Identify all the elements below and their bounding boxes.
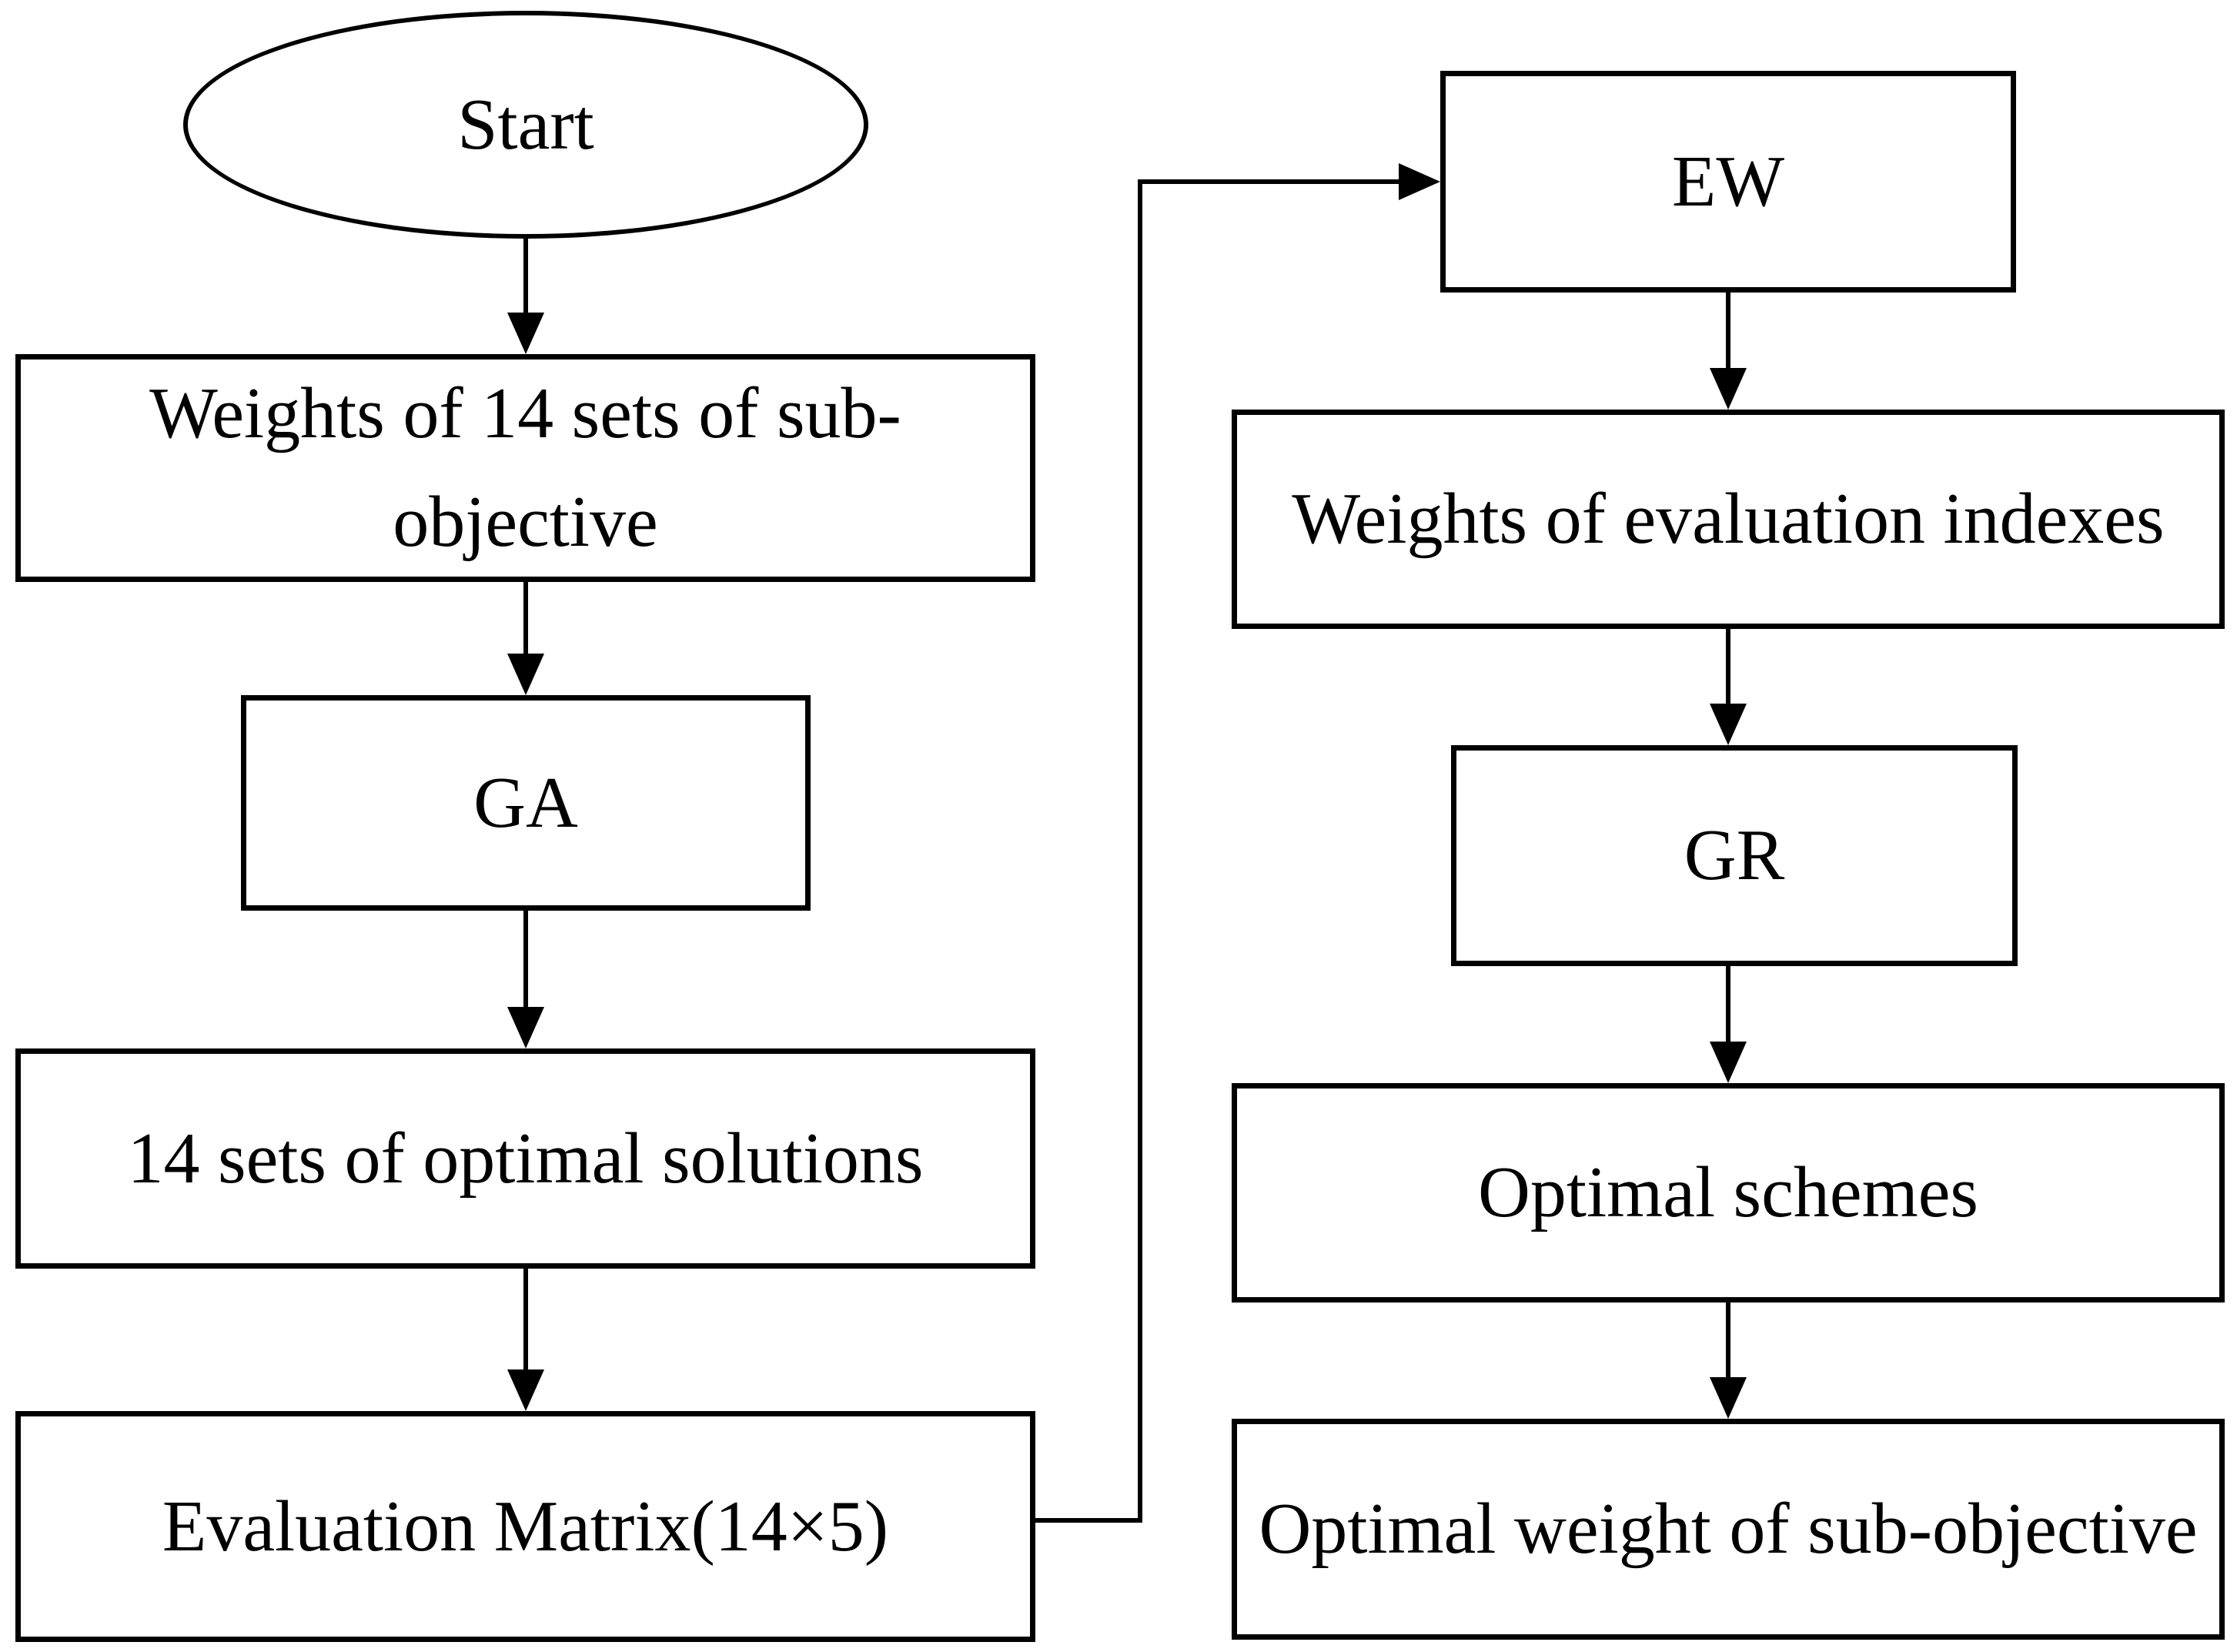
node-optimal-weight-label: Optimal weight of sub-objective bbox=[1259, 1489, 2198, 1569]
arrow-weights-to-ga bbox=[507, 580, 544, 695]
arrow-solutions-to-matrix bbox=[507, 1267, 544, 1411]
arrow-ga-to-solutions bbox=[507, 909, 544, 1048]
node-weights-14-sets-label: Weights of 14 sets of sub-objective bbox=[149, 373, 901, 562]
arrow-start-to-weights bbox=[507, 237, 544, 354]
node-ew-label: EW bbox=[1671, 141, 1785, 222]
node-optimal-schemes: Optimal schemes bbox=[1232, 1083, 2225, 1303]
node-ga: GA bbox=[241, 695, 811, 911]
node-weights-evaluation-indexes: Weights of evaluation indexes bbox=[1232, 410, 2225, 629]
node-ew: EW bbox=[1440, 71, 2016, 293]
arrow-schemes-to-optimal-weight bbox=[1710, 1301, 1747, 1419]
node-optimal-schemes-label: Optimal schemes bbox=[1477, 1152, 1978, 1232]
node-start: Start bbox=[183, 11, 868, 239]
node-weights-14-sets: Weights of 14 sets of sub-objective bbox=[15, 354, 1035, 582]
arrow-gr-to-schemes bbox=[1710, 965, 1747, 1083]
arrow-ew-to-indexes bbox=[1710, 291, 1747, 410]
arrow-indexes-to-gr bbox=[1710, 627, 1747, 745]
node-weights-evaluation-indexes-label: Weights of evaluation indexes bbox=[1292, 479, 2165, 559]
node-start-label: Start bbox=[457, 84, 594, 165]
node-optimal-solutions: 14 sets of optimal solutions bbox=[15, 1048, 1035, 1269]
connector-matrix-to-ew bbox=[1035, 163, 1440, 1523]
node-ga-label: GA bbox=[473, 762, 578, 843]
node-optimal-solutions-label: 14 sets of optimal solutions bbox=[127, 1118, 924, 1199]
node-evaluation-matrix-label: Evaluation Matrix(14×5) bbox=[162, 1486, 889, 1567]
node-gr: GR bbox=[1451, 745, 2018, 966]
node-evaluation-matrix: Evaluation Matrix(14×5) bbox=[15, 1411, 1035, 1642]
node-gr-label: GR bbox=[1684, 815, 1785, 895]
node-optimal-weight: Optimal weight of sub-objective bbox=[1232, 1419, 2225, 1640]
